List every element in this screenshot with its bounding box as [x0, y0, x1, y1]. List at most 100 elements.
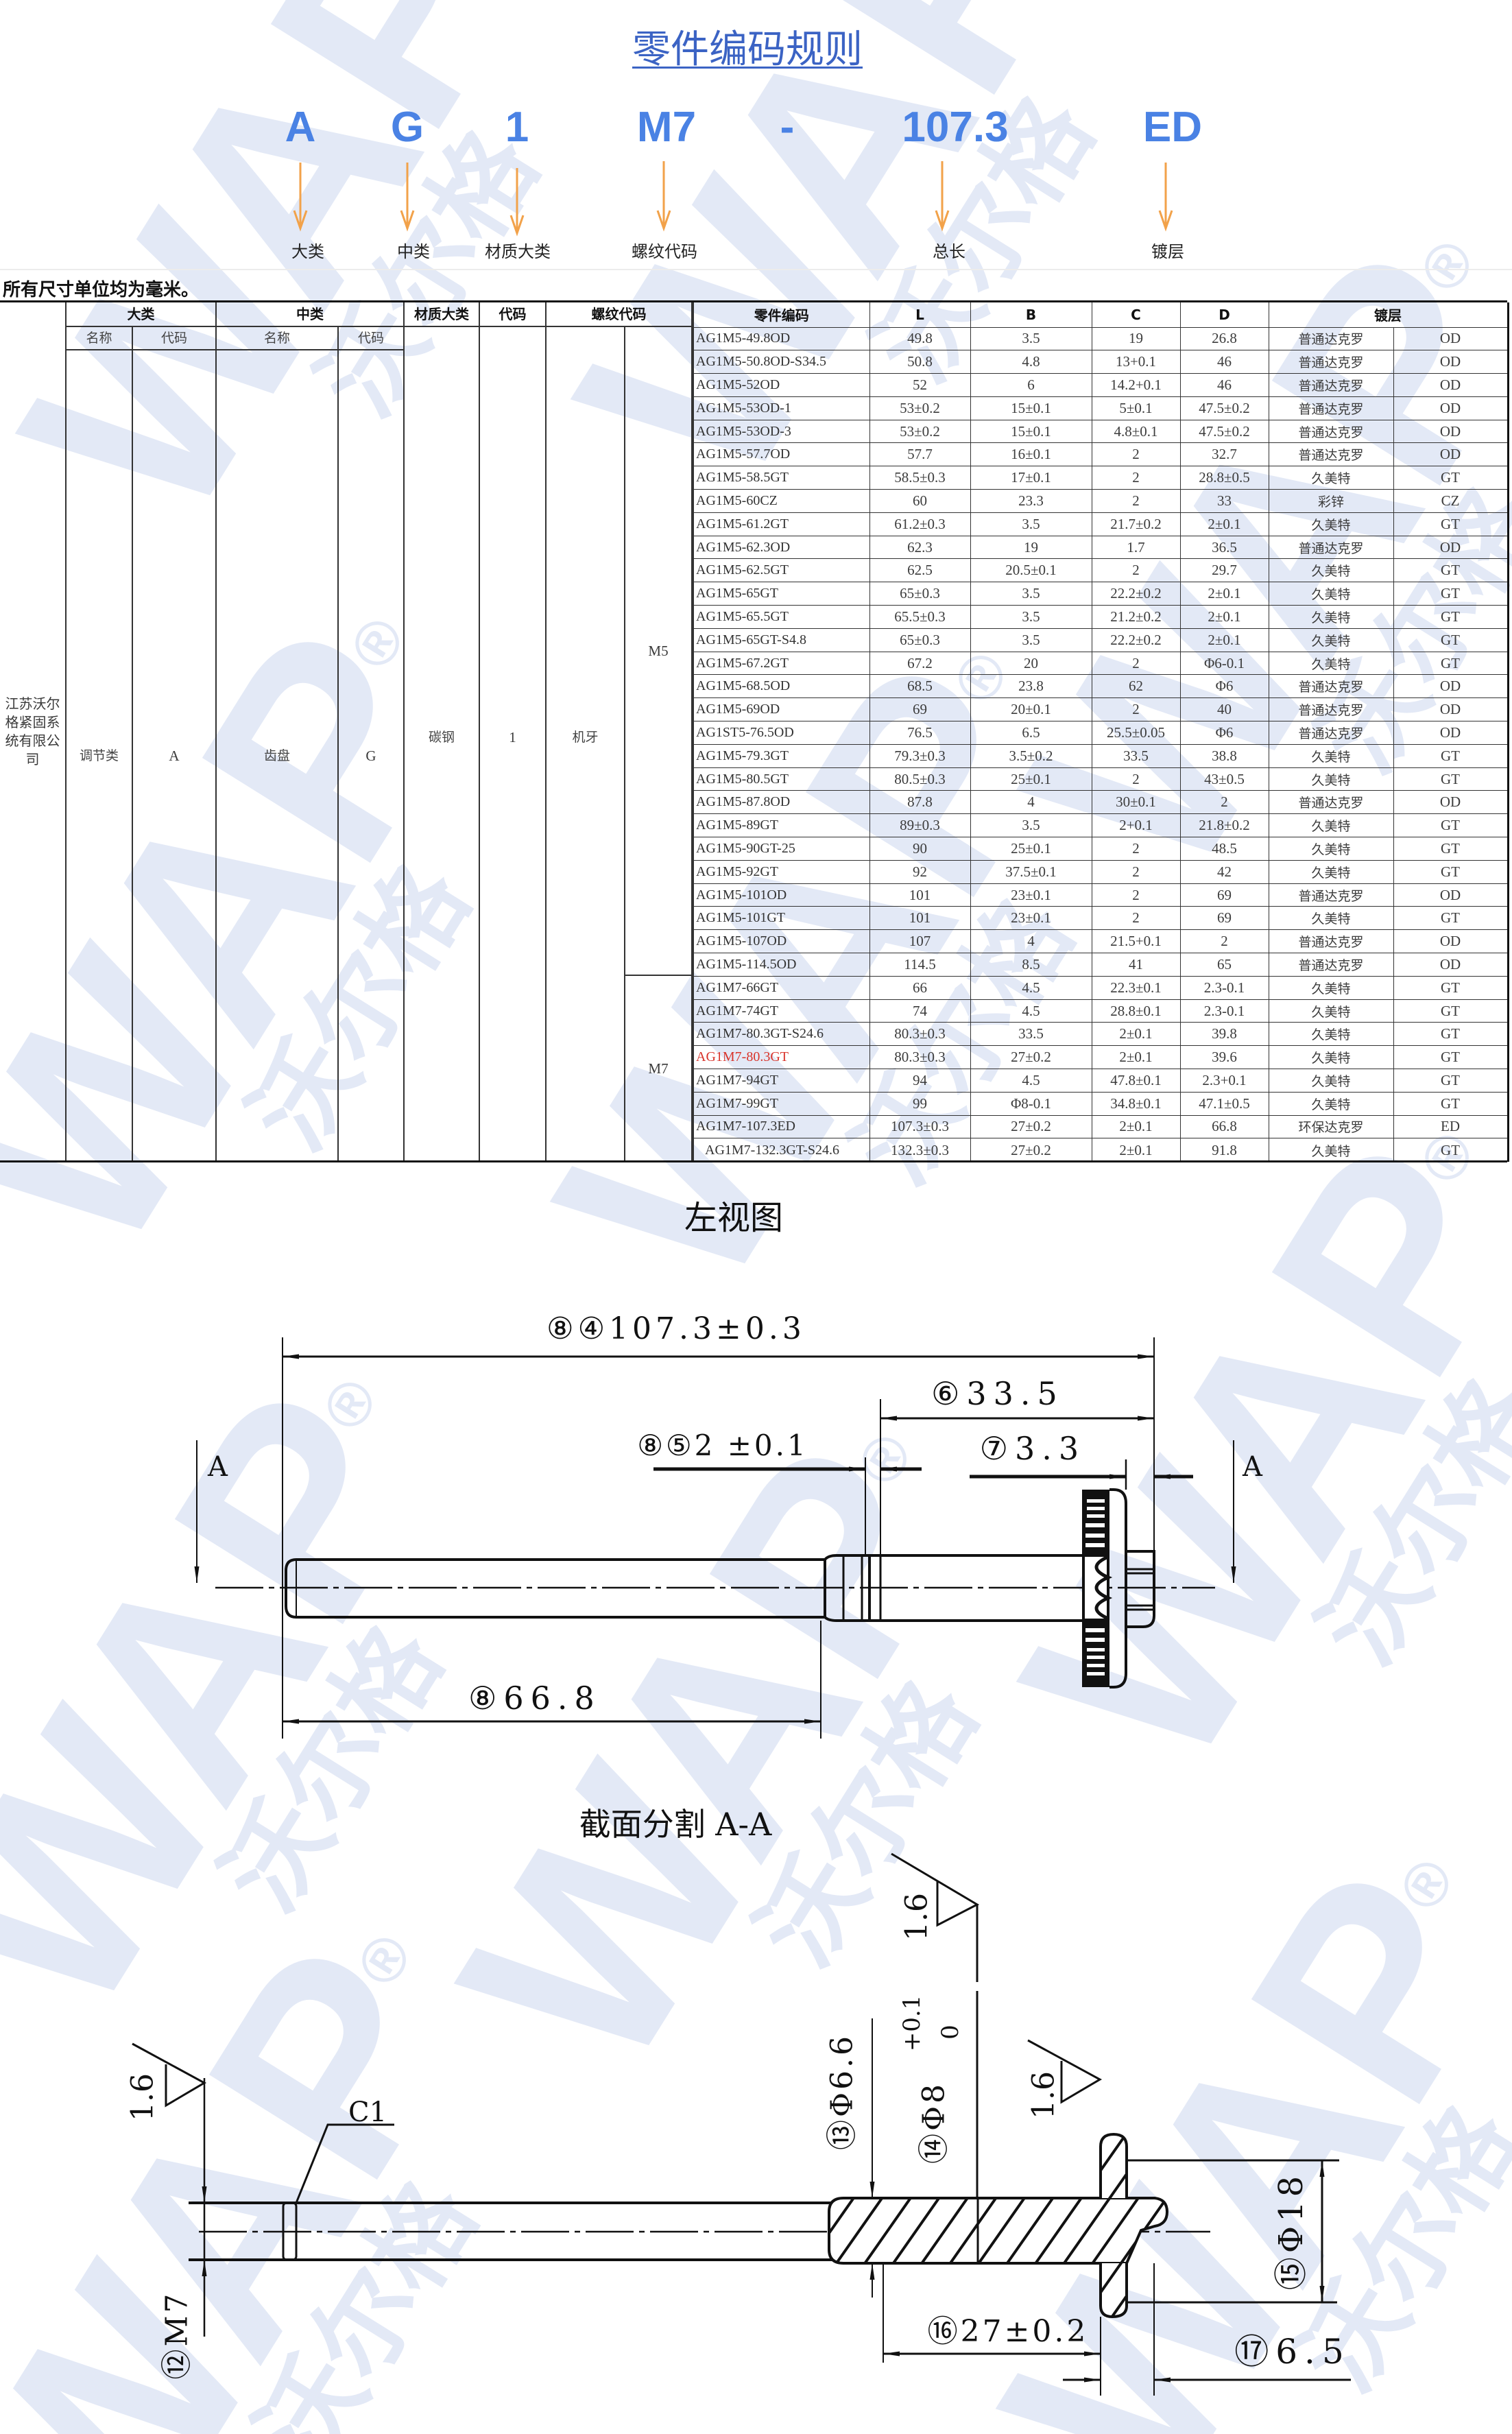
cell-coating: 普通达克罗: [1268, 697, 1394, 722]
cell-D: 66.8: [1179, 1114, 1269, 1139]
cell-code: AG1M7-132.3GT-S24.6: [693, 1138, 870, 1162]
svg-text:沃尔格: 沃尔格: [1278, 2086, 1512, 2409]
cell-D: 40: [1179, 697, 1269, 722]
dim-gear-diameter: ⑮Φ18: [1272, 2172, 1310, 2290]
cell-coating: 普通达克罗: [1268, 326, 1394, 351]
cell-B: 4.5: [970, 1069, 1092, 1093]
cell-D: 33: [1179, 489, 1269, 513]
cell-code: AG1M5-79.3GT: [693, 743, 870, 768]
cell-coating-code: GT: [1393, 1091, 1509, 1116]
cell-C: 62: [1091, 674, 1181, 699]
cell-D: 29.7: [1179, 558, 1269, 583]
cell-D: 47.5±0.2: [1179, 396, 1269, 420]
thread-group-m7: M7: [625, 976, 693, 1160]
cell-coating-code: OD: [1393, 697, 1509, 722]
cell-code: AG1M5-60CZ: [693, 489, 870, 513]
cell-B: 27±0.2: [970, 1114, 1092, 1139]
cell-D: 39.8: [1179, 1022, 1269, 1047]
cell-C: 21.5+0.1: [1091, 929, 1181, 954]
header-B: B: [970, 302, 1092, 328]
cell-code: AG1M7-74GT: [693, 999, 870, 1023]
code-segment-category: A: [285, 104, 316, 151]
cell-L: 50.8: [869, 350, 971, 374]
table-top-border: [0, 300, 1507, 302]
dim-collar-width: ⑧⑤2 ±0.1: [637, 1429, 808, 1462]
cell-B: 16±0.1: [970, 442, 1092, 467]
cell-C: 4.8±0.1: [1091, 419, 1181, 444]
cell-L: 89±0.3: [869, 813, 971, 838]
cell-L: 69: [869, 697, 971, 722]
cell-B: 4: [970, 929, 1092, 954]
cell-B: 23±0.1: [970, 883, 1092, 907]
cell-code: AG1M7-107.3ED: [693, 1114, 870, 1139]
cell-code: AG1M5-90GT-25: [693, 837, 870, 861]
cell-code: AG1M5-52OD: [693, 373, 870, 397]
cell-B: 4: [970, 790, 1092, 815]
cell-coating-code: GT: [1393, 1045, 1509, 1069]
cell-D: 91.8: [1179, 1138, 1269, 1162]
cell-C: 25.5±0.05: [1091, 721, 1181, 745]
subheader-subcategory-name: 名称: [217, 327, 339, 350]
cell-coating-code: GT: [1393, 999, 1509, 1023]
cell-code: AG1M5-69OD: [693, 697, 870, 722]
cell-coating: 久美特: [1268, 1138, 1394, 1162]
cell-B: 8.5: [970, 953, 1092, 977]
cell-L: 87.8: [869, 790, 971, 815]
cell-B: 3.5: [970, 582, 1092, 606]
tolerance-lower: 0: [937, 2025, 964, 2040]
cell-C: 14.2+0.1: [1091, 373, 1181, 397]
code-segment-material: 1: [505, 104, 529, 151]
cell-B: 3.5: [970, 628, 1092, 652]
cell-coating: 久美特: [1268, 999, 1394, 1023]
cell-D: 47.1±0.5: [1179, 1091, 1269, 1116]
cell-C: 2+0.1: [1091, 813, 1181, 838]
divider: [0, 269, 1512, 270]
cell-L: 62.3: [869, 535, 971, 560]
cell-D: 46: [1179, 350, 1269, 374]
svg-text:®: ®: [1386, 1848, 1468, 1922]
code-label-subcategory: 中类: [397, 242, 430, 261]
cell-coating: 久美特: [1268, 651, 1394, 676]
cell-coating-code: OD: [1393, 419, 1509, 444]
table-bottom-border: [0, 1160, 1507, 1162]
cell-coating: 久美特: [1268, 1045, 1394, 1069]
cell-coating: 久美特: [1268, 466, 1394, 490]
cell-coating: 普通达克罗: [1268, 953, 1394, 977]
code-label-material: 材质大类: [485, 242, 551, 261]
cell-coating-code: OD: [1393, 674, 1509, 699]
cell-coating: 环保达克罗: [1268, 1114, 1394, 1139]
svg-text:WAP: WAP: [943, 1819, 1512, 2434]
cell-D: 69: [1179, 883, 1269, 907]
arrow-down-icon: [935, 161, 950, 232]
cell-B: 23.3: [970, 489, 1092, 513]
cell-L: 80.3±0.3: [869, 1045, 971, 1069]
svg-text:®: ®: [309, 1368, 392, 1442]
cell-B: 20.5±0.1: [970, 558, 1092, 583]
cell-L: 114.5: [869, 953, 971, 977]
cell-L: 107: [869, 929, 971, 954]
cell-B: 3.5: [970, 512, 1092, 536]
cell-C: 21.2±0.2: [1091, 605, 1181, 629]
arrow-down-icon: [293, 163, 308, 232]
cell-L: 107.3±0.3: [869, 1114, 971, 1139]
cell-C: 41: [1091, 953, 1181, 977]
cell-C: 21.7±0.2: [1091, 512, 1181, 536]
cell-B: 27±0.2: [970, 1138, 1092, 1162]
cell-L: 92: [869, 859, 971, 884]
cell-code: AG1M7-94GT: [693, 1069, 870, 1093]
section-view-title: 截面分割 A-A: [579, 1806, 772, 1843]
cell-C: 2: [1091, 651, 1181, 676]
cell-code: AG1M5-58.5GT: [693, 466, 870, 490]
cell-B: 4.5: [970, 975, 1092, 1000]
svg-text:®: ®: [1406, 229, 1489, 304]
cell-C: 33.5: [1091, 743, 1181, 768]
cell-C: 2: [1091, 837, 1181, 861]
cell-C: 34.8±0.1: [1091, 1091, 1181, 1116]
